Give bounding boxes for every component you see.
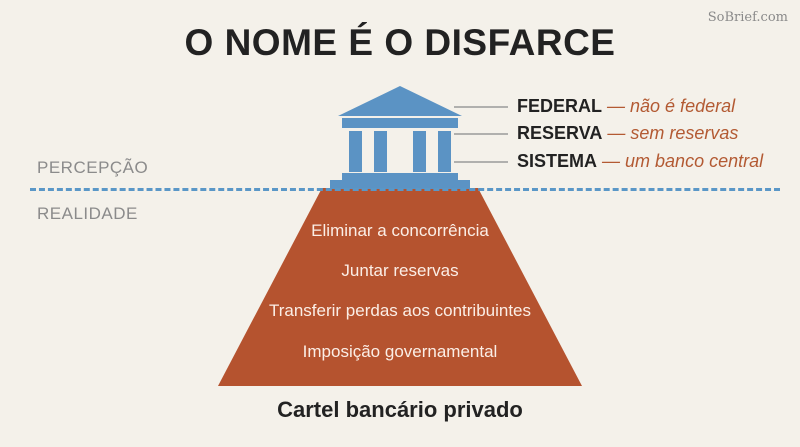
page-title: O NOME É O DISFARCE bbox=[184, 22, 616, 63]
annotation-desc: — sem reservas bbox=[607, 123, 739, 143]
annotation-sistema: SISTEMA — um banco central bbox=[517, 151, 763, 172]
zone-label-reality: REALIDADE bbox=[37, 204, 138, 223]
annotation-desc: — não é federal bbox=[607, 96, 736, 116]
bank-building-icon bbox=[330, 86, 470, 189]
zone-label-perception: PERCEPÇÃO bbox=[37, 158, 149, 177]
annotation-federal: FEDERAL — não é federal bbox=[517, 96, 735, 117]
pyramid-item: Juntar reservas bbox=[341, 261, 459, 280]
watermark: SoBrief.com bbox=[707, 10, 788, 25]
pyramid-shape bbox=[218, 188, 582, 386]
pyramid-item: Imposição governamental bbox=[302, 342, 498, 361]
annotation-word: RESERVA bbox=[517, 123, 603, 143]
pyramid-item: Transferir perdas aos contribuintes bbox=[268, 301, 532, 320]
annotation-reserva: RESERVA — sem reservas bbox=[517, 123, 738, 144]
annotation-word: FEDERAL bbox=[517, 96, 602, 116]
perception-reality-divider bbox=[30, 188, 780, 191]
pyramid-item: Eliminar a concorrência bbox=[311, 221, 489, 240]
footer-caption: Cartel bancário privado bbox=[277, 397, 523, 422]
annotation-desc: — um banco central bbox=[602, 151, 764, 171]
annotation-word: SISTEMA bbox=[517, 151, 598, 171]
